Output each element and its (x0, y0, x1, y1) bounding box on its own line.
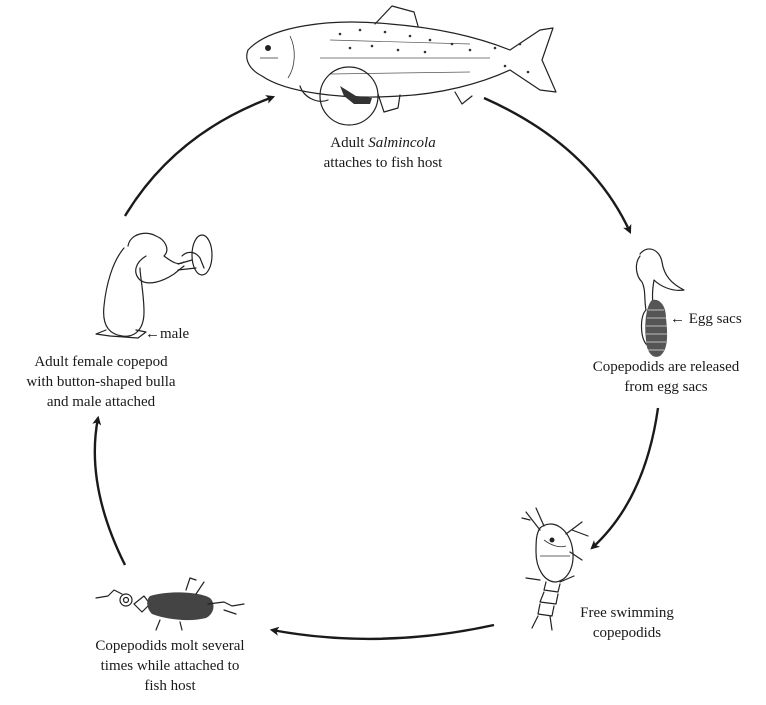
trout-fish-icon (247, 6, 556, 125)
cycle-arrow-female-to-fish (125, 97, 273, 216)
egg-sac-copepod-icon (636, 249, 684, 357)
molt-label-line3: fish host (144, 678, 196, 694)
adult-female-label-line1: Adult female copepod (34, 354, 168, 370)
adult-attach-label-line2: attaches to fish host (324, 155, 444, 171)
molt-label-line2: times while attached to (101, 658, 240, 674)
cycle-arrow-molt-to-female (95, 418, 125, 565)
cycle-arrow-free-to-molt (272, 625, 494, 639)
male-pointer: ←male (145, 326, 189, 342)
adult-female-label-line3: and male attached (47, 394, 156, 410)
cycle-arrow-fish-to-eggs (484, 98, 630, 232)
adult-salmincola-label: Adult Salmincola (330, 135, 435, 151)
molt-label-line1: Copepodids molt several (95, 638, 244, 654)
release-label-line1: Copepodids are released (593, 359, 740, 375)
egg-sacs-pointer: ← Egg sacs (670, 311, 742, 327)
free-swimming-label-line2: copepodids (593, 625, 661, 641)
attached-copepodid-icon (96, 578, 244, 630)
cycle-arrow-eggs-to-free (592, 408, 658, 548)
free-swimming-label-line1: Free swimming (580, 605, 674, 621)
adult-female-copepod-icon (96, 233, 212, 338)
release-label-line2: from egg sacs (624, 379, 707, 395)
adult-female-label-line2: with button-shaped bulla (26, 374, 175, 390)
free-swimming-copepodid-icon (522, 508, 588, 630)
